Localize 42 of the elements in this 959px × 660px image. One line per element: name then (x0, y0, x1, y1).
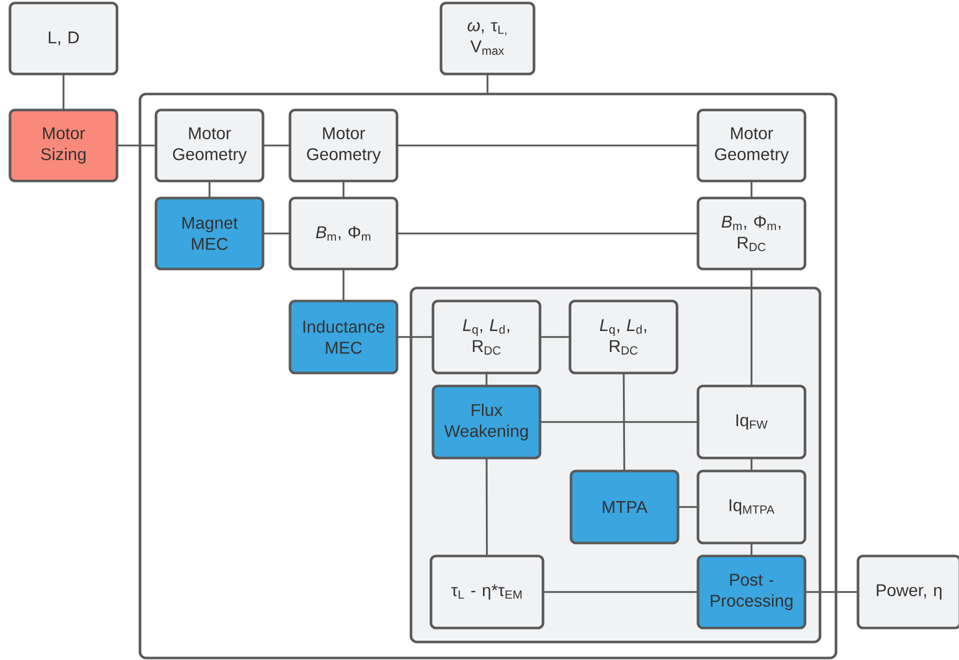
connector-line (486, 458, 488, 556)
connector-line (208, 181, 210, 198)
data-box: Motor Geometry (288, 108, 398, 182)
process-box: Post - Processing (696, 554, 806, 630)
process-box: Flux Weakening (432, 384, 542, 460)
connector-line (486, 373, 488, 386)
connector-line (342, 181, 344, 198)
data-box: Motor Geometry (154, 108, 264, 182)
connector-line (750, 269, 752, 386)
data-box: Power, η (856, 554, 959, 630)
data-box: Iq$_{FW}$ (696, 384, 806, 460)
data-box: L$_{q}$, L$_{d}$, R$_{DC}$ (568, 300, 678, 374)
connector-line (342, 269, 344, 301)
data-box: L$_{q}$, L$_{d}$, R$_{DC}$ (432, 300, 542, 374)
connector-line (540, 336, 570, 338)
connector-line (805, 591, 858, 593)
data-box: B$_{m}$, Φ$_{m}$ (288, 196, 398, 270)
connector-line (750, 181, 752, 198)
connector-line (397, 144, 698, 146)
data-box: Iq$_{MTPA}$ (696, 470, 806, 544)
connector-line (543, 591, 698, 593)
process-box: Magnet MEC (154, 196, 264, 270)
data-box: B$_{m}$, Φ$_{m}$, R$_{DC}$ (696, 196, 806, 270)
data-box: L, D (8, 2, 118, 76)
connector-line (750, 543, 752, 556)
connector-line (622, 373, 626, 471)
data-box: Motor Geometry (696, 108, 806, 182)
data-box: τ$_{L}$ - η*τ$_{EM}$ (430, 554, 544, 630)
connector-line (62, 74, 64, 110)
process-box: Inductance MEC (288, 300, 398, 374)
connector-line (678, 506, 698, 508)
connector-line (263, 144, 290, 146)
connector-line (486, 74, 488, 93)
connector-line (263, 232, 290, 234)
connector-line (117, 144, 156, 146)
connector-line (397, 232, 698, 234)
connector-line (397, 336, 433, 338)
connector-line (750, 458, 752, 471)
process-box: Motor Sizing (8, 108, 118, 182)
process-box: MTPA (570, 470, 680, 544)
connector-line (540, 421, 698, 423)
data-box: ω, τ$_{L,}$ V$_{max}$ (440, 2, 536, 76)
